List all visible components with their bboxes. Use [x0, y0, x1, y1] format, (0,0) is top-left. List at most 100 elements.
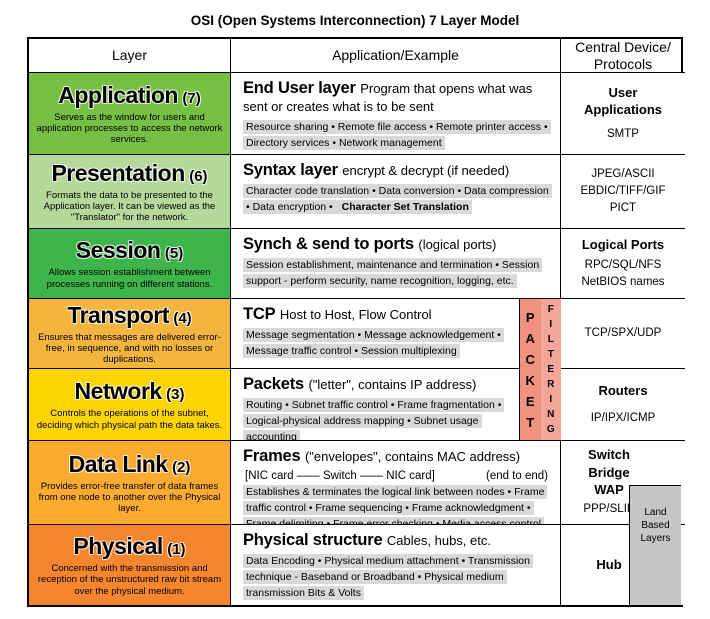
column-header-central-device: Central Device/ Protocols — [561, 39, 685, 73]
example-title: Physical structure — [243, 531, 383, 549]
layer-number: (2) — [172, 458, 191, 476]
device-cell-transport: TCP/SPX/UDP — [561, 299, 685, 369]
device-name: Hub — [596, 557, 622, 573]
device-cell-session: Logical Ports RPC/SQL/NFS NetBIOS names — [561, 229, 685, 299]
device-protocols: SMTP — [607, 128, 639, 141]
layer-title: Network — [74, 378, 162, 405]
details-text: Session establishment, maintenance and t… — [243, 258, 543, 288]
packet-filtering-strip: P A C K E T F I L T E R I N G — [519, 299, 561, 441]
layer-description: Provides error-free transfer of data fra… — [38, 480, 221, 515]
layer-title: Application — [58, 81, 178, 108]
layer-description: Concerned with the transmission and rece… — [37, 563, 222, 597]
example-headline: Physical structure Cables, hubs, etc. — [243, 531, 550, 550]
layer-cell-network: Network (3) Controls the operations of t… — [29, 369, 231, 441]
details-text: Message segmentation • Message acknowled… — [243, 328, 504, 358]
layer-description: Allows session establishment between pro… — [46, 267, 213, 290]
example-subtitle: Cables, hubs, etc. — [386, 533, 491, 548]
layer-cell-presentation: Presentation (6) Formats the data to be … — [29, 155, 231, 229]
column-header-layer: Layer — [29, 39, 231, 73]
device-cell-network: Routers IP/IPX/ICMP — [561, 369, 685, 441]
layer-cell-physical: Physical (1) Concerned with the transmis… — [29, 525, 231, 605]
device-name: Routers — [598, 383, 648, 399]
device-protocols: PPP/SLIP — [583, 503, 635, 516]
example-subtitle: Host to Host, Flow Control — [279, 307, 432, 322]
example-title: Frames — [243, 447, 301, 465]
details-text: Establishes & terminates the logical lin… — [243, 485, 548, 524]
layer-number: (1) — [167, 541, 186, 559]
example-title: End User layer — [243, 79, 356, 97]
details-text-bold: Character Set Translation — [338, 199, 472, 214]
device-cell-application: User Applications SMTP — [561, 73, 685, 155]
example-cell-datalink: Frames ("envelopes", contains MAC addres… — [231, 441, 561, 525]
layer-title: Data Link — [68, 450, 169, 477]
layer-title: Transport — [67, 301, 169, 328]
nic-diagram-line: [NIC card —— Switch —— NIC card] (end to… — [245, 470, 548, 482]
osi-model-table: Layer Application/Example Central Device… — [27, 37, 685, 607]
layer-number: (5) — [164, 245, 184, 263]
device-name: Logical Ports — [581, 236, 665, 252]
example-cell-presentation: Syntax layer encrypt & decrypt (if neede… — [231, 155, 561, 229]
device-protocols: TCP/SPX/UDP — [584, 326, 662, 339]
example-cell-transport: TCP Host to Host, Flow Control Message s… — [231, 299, 561, 369]
layer-name-session: Session (5) — [76, 237, 184, 264]
land-based-layers-label: Land Based Layers — [640, 507, 671, 544]
page-title: OSI (Open Systems Interconnection) 7 Lay… — [190, 13, 520, 28]
layer-cell-session: Session (5) Allows session establishment… — [29, 229, 231, 299]
device-protocols: RPC/SQL/NFS NetBIOS names — [581, 258, 665, 289]
land-based-layers-box: Land Based Layers — [629, 485, 681, 605]
layer-number: (4) — [173, 309, 192, 327]
layer-title: Session — [75, 237, 161, 264]
layer-title: Presentation — [51, 159, 185, 186]
layer-number: (7) — [182, 89, 201, 107]
example-details: Data Encoding • Physical medium attachme… — [243, 554, 550, 601]
example-details: Resource sharing • Remote file access • … — [243, 120, 551, 152]
device-name: Switch Bridge WAP — [588, 447, 630, 498]
nic-diagram: [NIC card —— Switch —— NIC card] — [245, 470, 435, 482]
layer-description: Serves as the window for users and appli… — [36, 111, 223, 146]
layer-cell-transport: Transport (4) Ensures that messages are … — [29, 299, 231, 369]
example-subtitle: encrypt & decrypt (if needed) — [342, 163, 510, 178]
layer-name-transport: Transport (4) — [67, 302, 191, 329]
example-title: Packets — [243, 375, 304, 393]
example-headline: TCP Host to Host, Flow Control — [243, 305, 508, 324]
layer-name-presentation: Presentation (6) — [51, 160, 207, 187]
example-headline: Synch & send to ports (logical ports) — [243, 235, 550, 254]
details-text: Data Encoding • Physical medium attachme… — [243, 554, 533, 600]
layer-name-application: Application (7) — [58, 82, 201, 109]
layer-name-physical: Physical (1) — [73, 533, 185, 560]
example-headline: Packets ("letter", contains IP address) — [243, 375, 508, 394]
layer-name-datalink: Data Link (2) — [69, 451, 191, 478]
example-cell-application: End User layer Program that opens what w… — [231, 73, 561, 155]
details-text: Routing • Subnet traffic control • Frame… — [243, 398, 505, 440]
example-subtitle: (logical ports) — [418, 237, 497, 252]
example-headline: Syntax layer encrypt & decrypt (if neede… — [243, 161, 550, 180]
device-protocols: JPEG/ASCII EBDIC/TIFF/GIF PICT — [580, 167, 666, 215]
device-name: User Applications — [583, 84, 662, 118]
example-title: TCP — [243, 305, 276, 323]
example-details: Message segmentation • Message acknowled… — [243, 328, 508, 360]
device-protocols: IP/IPX/ICMP — [590, 411, 656, 424]
example-cell-session: Synch & send to ports (logical ports) Se… — [231, 229, 561, 299]
layer-title: Physical — [73, 533, 163, 560]
example-subtitle: ("envelopes", contains MAC address) — [304, 449, 521, 464]
details-text: Resource sharing • Remote file access • … — [243, 120, 551, 150]
example-cell-network: Packets ("letter", contains IP address) … — [231, 369, 561, 441]
example-headline: End User layer Program that opens what w… — [243, 79, 550, 116]
example-subtitle: Program that opens what was sent or crea… — [243, 81, 533, 114]
layer-cell-datalink: Data Link (2) Provides error-free transf… — [29, 441, 231, 525]
example-cell-physical: Physical structure Cables, hubs, etc. Da… — [231, 525, 561, 605]
layer-number: (6) — [189, 167, 208, 185]
packet-vertical-label: P A C K E T — [525, 309, 535, 430]
example-details: Establishes & terminates the logical lin… — [243, 485, 550, 524]
device-cell-presentation: JPEG/ASCII EBDIC/TIFF/GIF PICT — [561, 155, 685, 229]
column-header-application-example: Application/Example — [231, 39, 561, 73]
layer-description: Ensures that messages are delivered erro… — [38, 331, 221, 366]
example-title: Synch & send to ports — [243, 235, 414, 253]
example-details: Session establishment, maintenance and t… — [243, 258, 550, 290]
layer-cell-application: Application (7) Serves as the window for… — [29, 73, 231, 155]
example-details: Routing • Subnet traffic control • Frame… — [243, 398, 508, 440]
layer-description: Controls the operations of the subnet, d… — [36, 408, 223, 431]
layer-name-network: Network (3) — [74, 378, 184, 405]
layer-number: (3) — [166, 386, 185, 404]
example-title: Syntax layer — [243, 161, 338, 179]
